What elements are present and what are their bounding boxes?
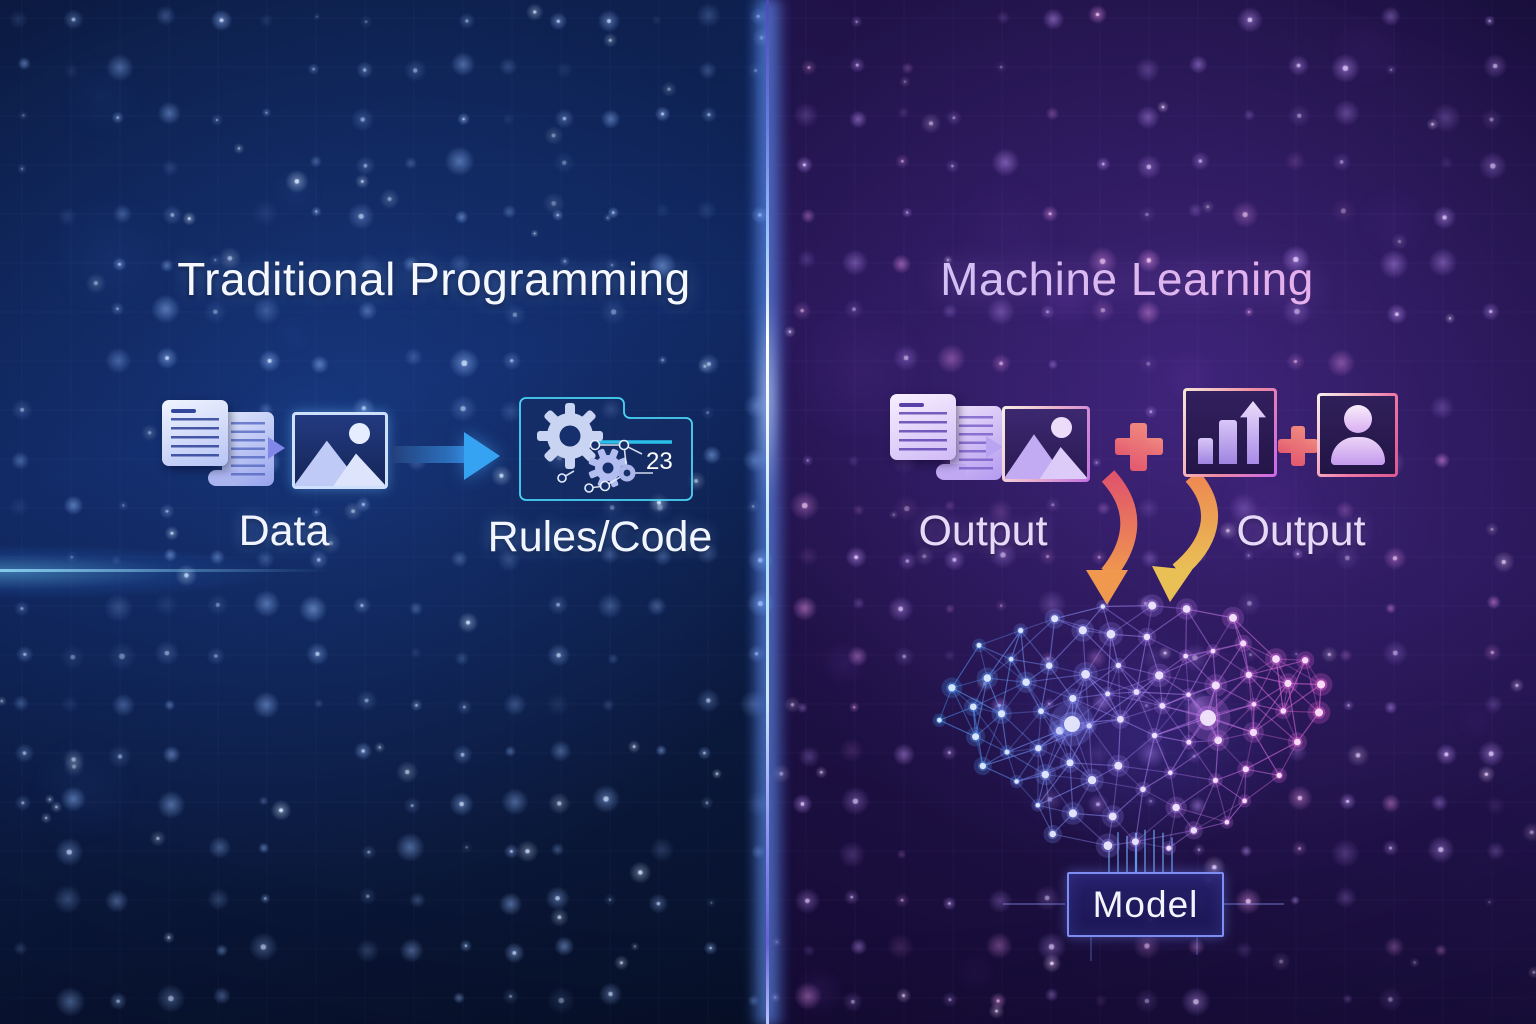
output-label-right: Output xyxy=(1236,507,1366,555)
model-connector-line xyxy=(1196,935,1198,955)
bar-chart-icon xyxy=(1183,388,1277,477)
small-arrow-icon xyxy=(986,436,1003,458)
lens-flare-streak xyxy=(0,569,330,572)
brain-network-icon xyxy=(932,594,1333,872)
brain-glow xyxy=(912,572,1368,908)
sun-glyph xyxy=(349,423,370,444)
person-icon xyxy=(1317,393,1398,477)
model-connector-line xyxy=(1222,903,1284,905)
arrow-right-icon xyxy=(392,446,466,463)
rules-label: Rules/Code xyxy=(487,513,713,561)
curved-arrow-down-icon xyxy=(1101,470,1138,580)
model-connector-line xyxy=(1003,903,1065,905)
lens-flare xyxy=(0,544,280,600)
data-flow-arrows xyxy=(1086,470,1218,605)
arrow-right-head xyxy=(464,432,500,480)
divider-line xyxy=(766,0,769,1024)
output-label-left: Output xyxy=(918,507,1048,555)
plus-icon xyxy=(1278,426,1318,466)
folder-badge: 23 xyxy=(646,448,673,475)
image-icon xyxy=(1002,406,1090,482)
node-graph-icon xyxy=(561,444,653,489)
small-gear-icon xyxy=(588,448,628,488)
sun-glyph xyxy=(1051,417,1072,438)
model-connector-line xyxy=(1090,935,1092,961)
curved-arrow-down-icon xyxy=(1172,470,1218,578)
image-icon xyxy=(292,412,388,489)
data-label: Data xyxy=(238,507,330,555)
plus-icon xyxy=(1115,423,1163,471)
traditional-title: Traditional Programming xyxy=(177,253,691,305)
model-label-box: Model xyxy=(1067,872,1224,937)
small-arrow-icon xyxy=(268,437,285,459)
rules-folder-icon: 23 xyxy=(519,397,693,501)
documents-icon xyxy=(160,396,278,492)
ml-title: Machine Learning xyxy=(877,252,1377,306)
documents-icon xyxy=(888,390,1006,486)
